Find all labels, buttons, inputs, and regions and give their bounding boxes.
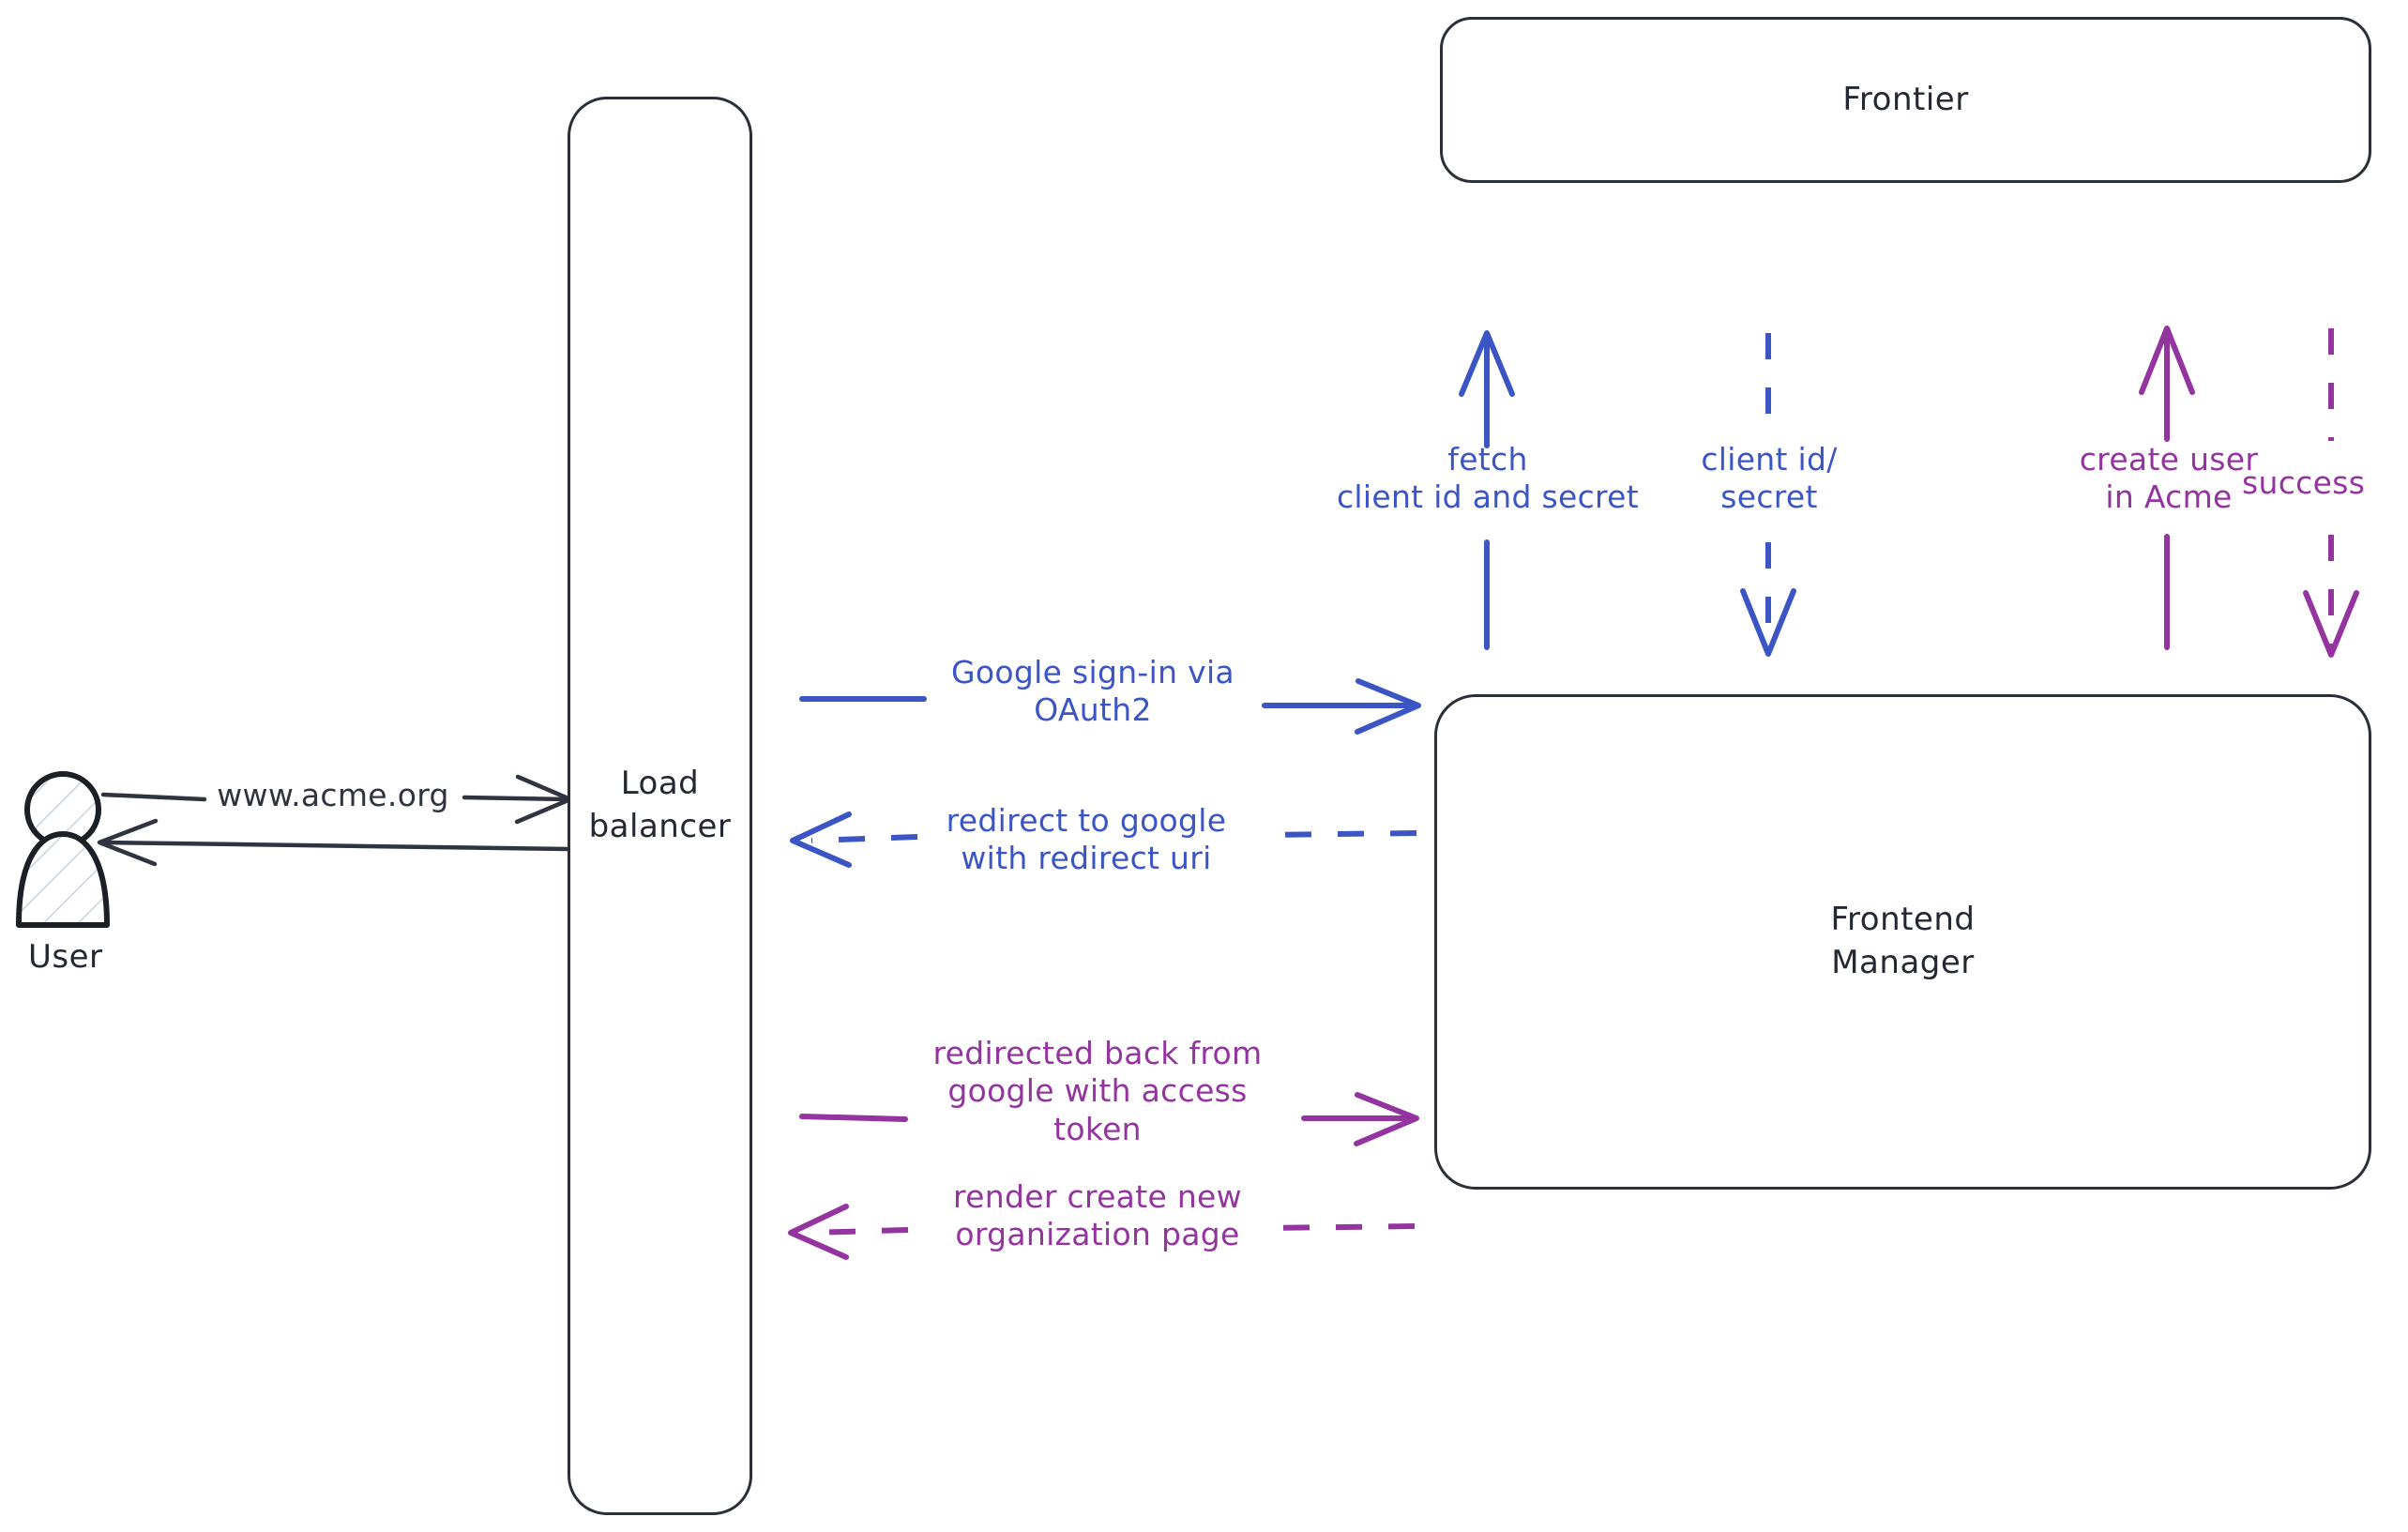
edge-fm-to-lb-redirect: [790, 812, 1417, 868]
edge-frontier-to-fm-creds: [1740, 333, 1796, 657]
actor-user-label: User: [28, 938, 103, 976]
edge-label-user-to-lb: www.acme.org: [217, 777, 449, 813]
node-frontier[interactable]: Frontier: [1440, 17, 2371, 183]
edge-lb-to-user: [97, 818, 570, 867]
edge-fm-to-frontier-fetch: [1459, 330, 1515, 650]
edge-fm-to-lb-render: [788, 1204, 1416, 1260]
user-actor-icon: [16, 771, 110, 928]
edge-label-fm-to-lb-redirect: redirect to google with redirect uri: [946, 802, 1227, 877]
edge-label-lb-to-fm-token: redirected back from google with access …: [932, 1035, 1263, 1147]
edge-lb-to-fm-signin: [799, 678, 1421, 735]
edge-label-fm-to-frontier-create-user: create user in Acme: [2079, 441, 2259, 516]
edge-label-frontier-to-fm-creds: client id/ secret: [1701, 441, 1838, 516]
edge-frontier-to-fm-success: [2303, 328, 2359, 658]
node-load-balancer[interactable]: Load balancer: [568, 97, 752, 1515]
node-frontend-manager[interactable]: Frontend Manager: [1434, 694, 2371, 1190]
edge-label-lb-to-fm-signin: Google sign-in via OAuth2: [951, 654, 1234, 729]
node-frontend-manager-label: Frontend Manager: [1830, 901, 1976, 981]
edge-fm-to-frontier-create-user: [2139, 326, 2195, 650]
edge-label-frontier-to-fm-success: success: [2242, 464, 2366, 501]
edge-lb-to-fm-token: [799, 1092, 1419, 1146]
node-load-balancer-label: Load balancer: [588, 765, 732, 845]
edge-label-fm-to-lb-render: render create new organization page: [953, 1178, 1242, 1253]
edge-label-fm-to-frontier-fetch: fetch client id and secret: [1336, 441, 1640, 516]
node-frontier-label: Frontier: [1842, 80, 1969, 118]
